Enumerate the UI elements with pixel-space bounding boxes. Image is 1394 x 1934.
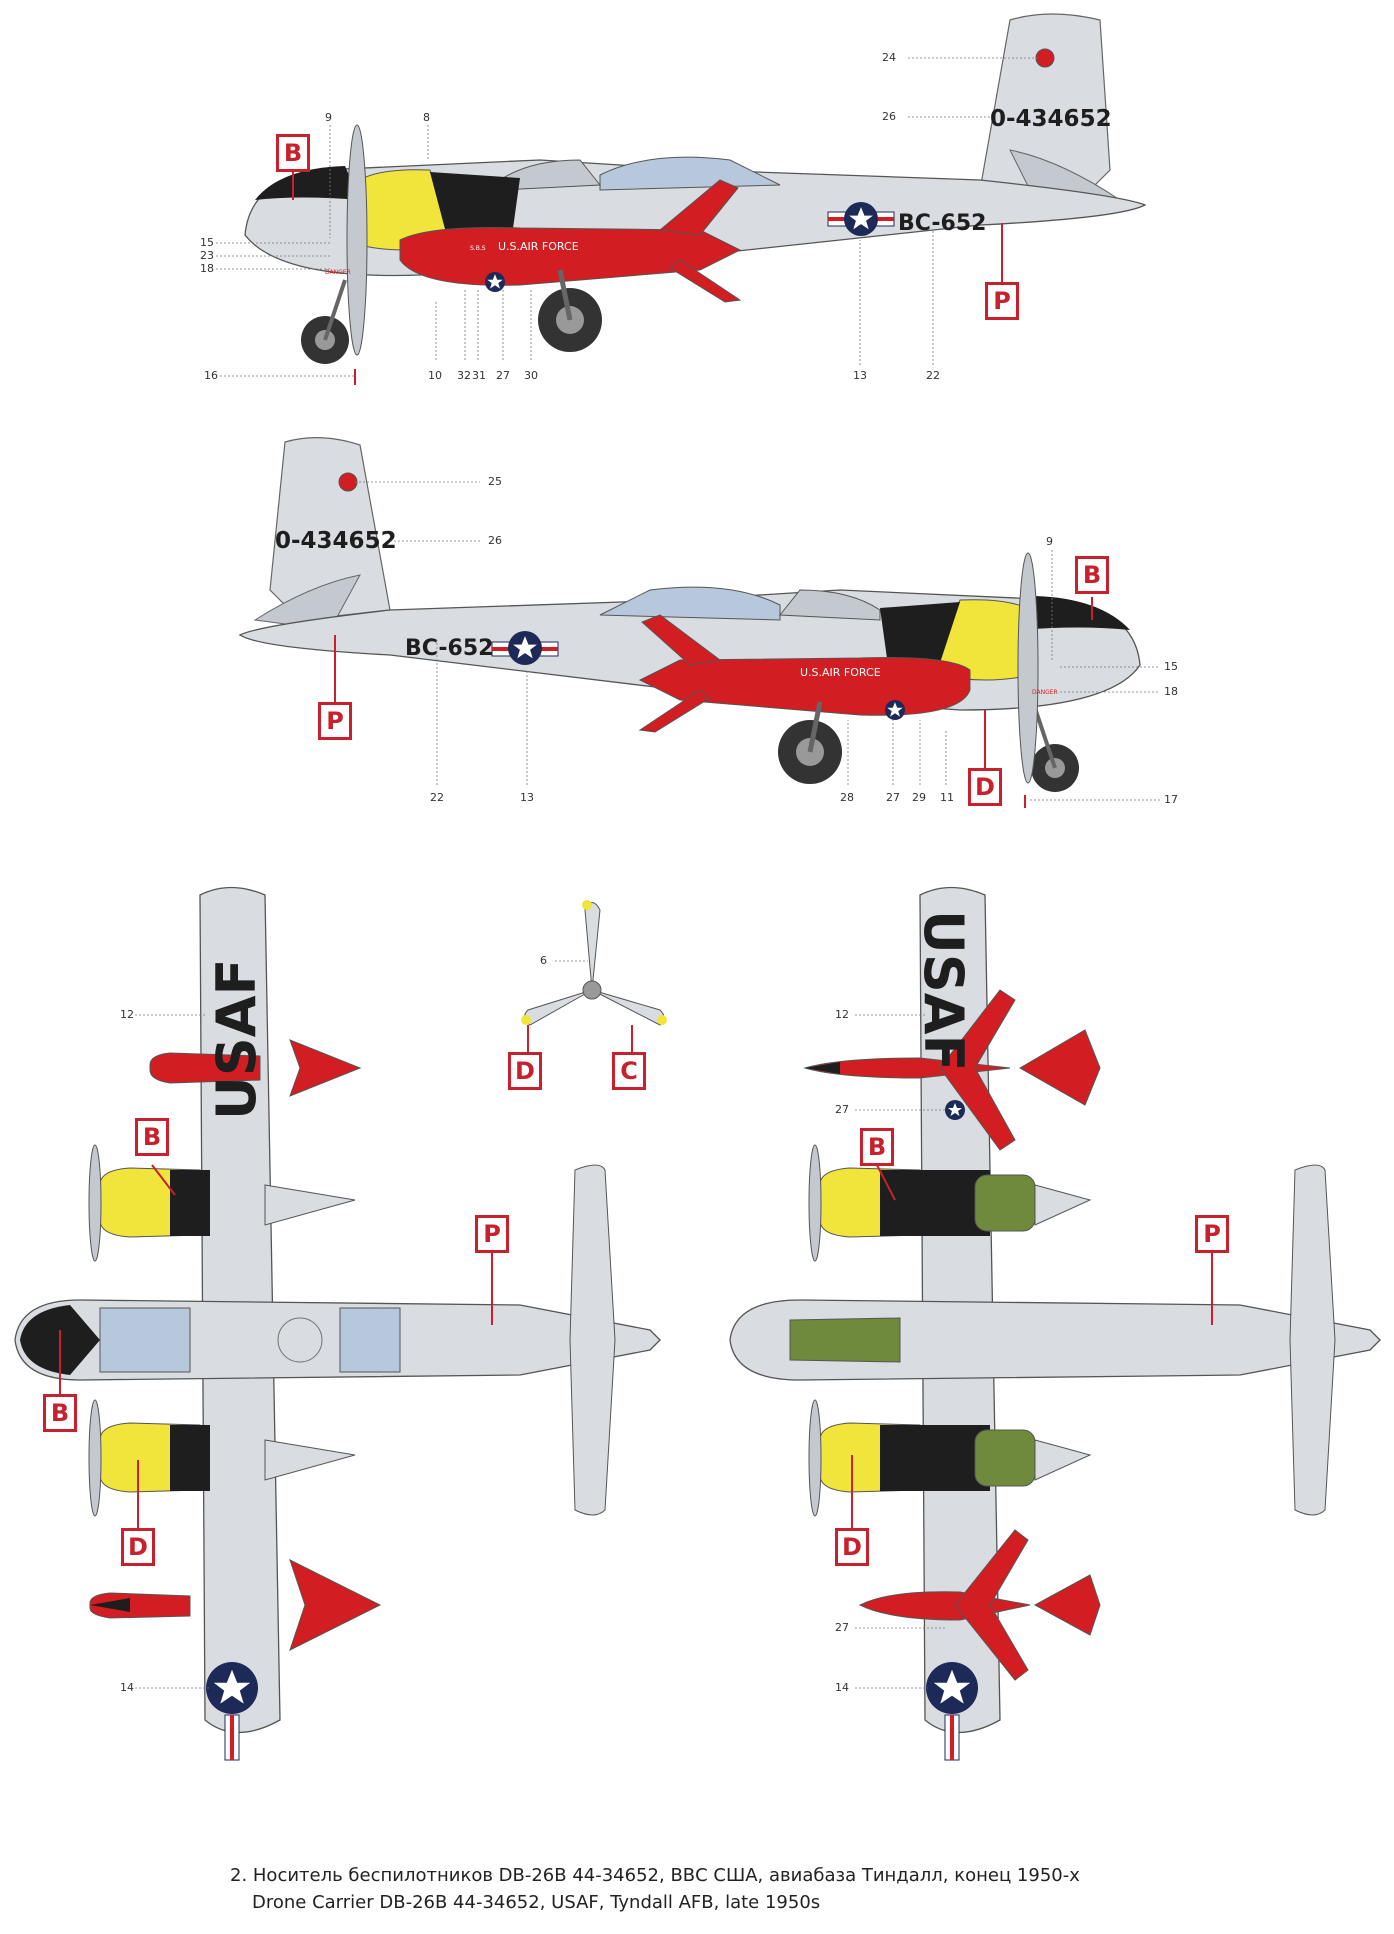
paint-marker-b-profile-left: B <box>276 134 310 172</box>
bottom-view: USAF <box>729 886 1381 1761</box>
callout-25: 25 <box>488 475 502 488</box>
paint-marker-p-profile-right: P <box>318 702 352 740</box>
callout-27-top: 27 <box>496 369 510 382</box>
danger-marking-right: DANGER <box>1032 689 1058 696</box>
us-air-force-marking-right: U.S.AIR FORCE <box>800 666 881 679</box>
callout-14-bottom: 14 <box>835 1681 849 1694</box>
paint-marker-b-bottom: B <box>860 1128 894 1166</box>
callout-30: 30 <box>524 369 538 382</box>
callout-18-top: 18 <box>200 262 214 275</box>
callout-6: 6 <box>540 954 547 967</box>
paint-marker-d-profile-right: D <box>968 768 1002 806</box>
usaf-wing-marking-top: USAF <box>205 959 268 1120</box>
callout-15-top: 15 <box>200 236 214 249</box>
drone-small-marking-left: S.B.S <box>470 245 486 252</box>
danger-marking-left: DANGER <box>325 269 351 276</box>
left-side-profile: 0-434652 BC-652 U.S.AIR FORCE S.B.S DANG… <box>216 13 1147 377</box>
callout-22-mid: 22 <box>430 791 444 804</box>
callout-22-top: 22 <box>926 369 940 382</box>
callout-17: 17 <box>1164 793 1178 806</box>
caption-english: Drone Carrier DB-26B 44-34652, USAF, Tyn… <box>252 1892 821 1913</box>
callout-15-mid: 15 <box>1164 660 1178 673</box>
callout-10: 10 <box>428 369 442 382</box>
callout-23: 23 <box>200 249 214 262</box>
callout-12-bottom: 12 <box>835 1008 849 1021</box>
paint-marker-p-bottom: P <box>1195 1215 1229 1253</box>
callout-9-mid: 9 <box>1046 535 1053 548</box>
paint-marker-d-top: D <box>121 1528 155 1566</box>
callout-13-top: 13 <box>853 369 867 382</box>
paint-marker-d-propeller: D <box>508 1052 542 1090</box>
callout-9-top: 9 <box>325 111 332 124</box>
tail-serial-right: 0-434652 <box>275 528 397 554</box>
callout-8: 8 <box>423 111 430 124</box>
callout-26-mid: 26 <box>488 534 502 547</box>
caption: 2. Носитель беспилотников DB-26B 44-3465… <box>230 1862 1230 1916</box>
callout-28: 28 <box>840 791 854 804</box>
callout-14-top: 14 <box>120 1681 134 1694</box>
paint-marker-d-bottom: D <box>835 1528 869 1566</box>
callout-24: 24 <box>882 51 896 64</box>
usaf-wing-marking-bottom: USAF <box>912 910 975 1071</box>
callout-16: 16 <box>204 369 218 382</box>
caption-russian: 2. Носитель беспилотников DB-26B 44-3465… <box>230 1865 1080 1886</box>
tail-serial-left: 0-434652 <box>990 106 1112 132</box>
top-view: USAF <box>14 886 661 1761</box>
paint-marker-p-profile-left: P <box>985 282 1019 320</box>
paint-marker-p-top: P <box>475 1215 509 1253</box>
callout-13-mid: 13 <box>520 791 534 804</box>
callout-29: 29 <box>912 791 926 804</box>
propeller-detail <box>521 900 667 1026</box>
buzz-number-left: BC-652 <box>898 211 986 236</box>
buzz-number-right: BC-652 <box>405 636 493 661</box>
callout-26-top: 26 <box>882 110 896 123</box>
paint-marker-c-propeller: C <box>612 1052 646 1090</box>
callout-11: 11 <box>940 791 954 804</box>
right-side-profile: 0-434652 BC-652 U.S.AIR FORCE DANGER <box>238 437 1160 801</box>
paint-marker-b-profile-right: B <box>1075 556 1109 594</box>
callout-27-mid: 27 <box>886 791 900 804</box>
callout-32: 32 <box>457 369 471 382</box>
us-air-force-marking-left: U.S.AIR FORCE <box>498 240 579 253</box>
paint-marker-b-top-engine: B <box>135 1118 169 1156</box>
callout-18-mid: 18 <box>1164 685 1178 698</box>
callout-31: 31 <box>472 369 486 382</box>
callout-27-bottom-a: 27 <box>835 1103 849 1116</box>
callout-27-bottom-b: 27 <box>835 1621 849 1634</box>
paint-marker-b-top-nose: B <box>43 1394 77 1432</box>
callout-12-top: 12 <box>120 1008 134 1021</box>
